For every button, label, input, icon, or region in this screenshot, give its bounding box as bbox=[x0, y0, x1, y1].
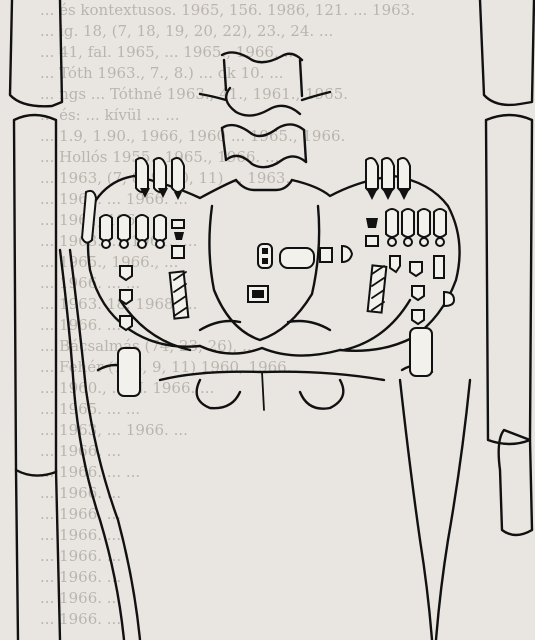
fibula-line bbox=[60, 250, 470, 640]
bone-fragment-left bbox=[82, 191, 96, 243]
lumbar-spine-icon bbox=[200, 52, 330, 167]
femoral-head-right bbox=[410, 328, 432, 376]
femur-icon bbox=[10, 0, 62, 640]
femoral-head-left bbox=[118, 348, 140, 396]
femur-icon bbox=[480, 0, 534, 535]
marker-group-center bbox=[248, 244, 352, 302]
